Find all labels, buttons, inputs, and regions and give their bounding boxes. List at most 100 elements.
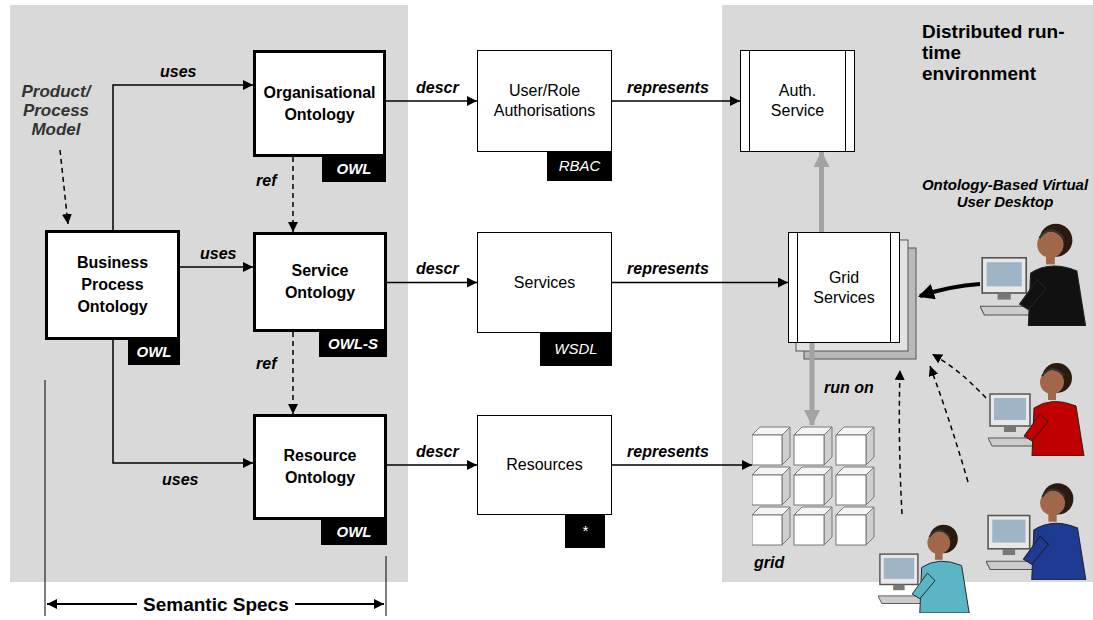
ontology-box: Resource OntologyOWL xyxy=(253,414,387,520)
tag-text: OWL xyxy=(323,523,385,541)
text-wrap: Organisational Ontology xyxy=(256,82,383,126)
tag-text: OWL xyxy=(324,160,384,178)
node-text: Resources xyxy=(482,455,607,475)
node-text: Auth. Service xyxy=(753,81,842,121)
edge-label: represents xyxy=(627,442,709,461)
edge-label: descr xyxy=(416,442,459,461)
connector xyxy=(612,100,740,102)
edge-label: uses xyxy=(160,62,196,81)
frame-bar xyxy=(890,233,891,342)
cube-side xyxy=(782,507,790,545)
text-wrap: OWL xyxy=(128,343,180,361)
cube-side xyxy=(866,427,874,465)
user-figure xyxy=(988,363,1084,456)
frame-bar xyxy=(797,233,798,342)
frame-bar xyxy=(749,51,750,151)
text-wrap: Service Ontology xyxy=(256,260,384,304)
spec-box: ServicesWSDL xyxy=(477,232,612,333)
dashed-arrow xyxy=(899,370,902,514)
connector xyxy=(292,157,294,232)
tag-text: OWL xyxy=(130,343,178,361)
dashed-arrow xyxy=(60,150,68,224)
note-label: Product/ Process Model xyxy=(10,82,102,139)
grid-cubes xyxy=(752,425,877,550)
node-text: User/Role Authorisations xyxy=(482,81,607,121)
node-text: Grid Services xyxy=(801,268,887,308)
text-wrap: Services xyxy=(478,273,611,293)
format-tag: OWL xyxy=(321,519,387,545)
format-tag: WSDL xyxy=(540,332,612,366)
connector xyxy=(819,152,824,232)
user-figure xyxy=(986,483,1086,580)
format-tag: * xyxy=(565,514,605,548)
service-box: Grid Services xyxy=(788,232,900,343)
connector xyxy=(292,332,294,414)
text-wrap: Auth. Service xyxy=(741,81,854,121)
connector xyxy=(810,343,815,425)
dashed-arrow xyxy=(930,366,968,482)
ontology-box: Business Process OntologyOWL xyxy=(45,230,180,340)
text-wrap: Business Process Ontology xyxy=(48,252,177,318)
runtime-panel: Distributed run-time environmentAuth. Se… xyxy=(722,5,1093,582)
edge-label: ref xyxy=(256,354,276,373)
cube-side xyxy=(824,507,832,545)
cube-front xyxy=(836,475,866,505)
connector xyxy=(612,282,788,284)
text-wrap: * xyxy=(565,522,605,540)
text-wrap: RBAC xyxy=(547,157,612,175)
connector xyxy=(386,100,477,102)
connector xyxy=(113,340,253,463)
connector xyxy=(113,85,253,230)
bracket-label: Semantic Specs xyxy=(137,594,295,616)
text-wrap: OWL xyxy=(321,523,387,541)
edge-label: ref xyxy=(256,171,276,190)
cube-front xyxy=(752,515,782,545)
edge-label: descr xyxy=(416,78,459,97)
cube-front xyxy=(794,475,824,505)
cube-front xyxy=(752,475,782,505)
edge-label: uses xyxy=(162,470,198,489)
access-arrow xyxy=(920,284,980,296)
tag-text: * xyxy=(567,522,603,540)
cube-front xyxy=(752,435,782,465)
node-text: Organisational Ontology xyxy=(260,82,379,126)
spec-box: User/Role AuthorisationsRBAC xyxy=(477,50,612,152)
node-text: Services xyxy=(482,273,607,293)
format-tag: OWL-S xyxy=(319,331,387,357)
ontology-box: Organisational OntologyOWL xyxy=(253,50,386,157)
cube-front xyxy=(794,515,824,545)
edge-label: run on xyxy=(824,378,874,397)
edge-label: uses xyxy=(200,244,236,263)
cube-front xyxy=(836,435,866,465)
tag-text: WSDL xyxy=(542,340,610,358)
cube-side xyxy=(824,427,832,465)
cube-front xyxy=(836,515,866,545)
connector xyxy=(180,266,253,268)
user-figure xyxy=(980,224,1086,326)
note-label: Ontology-Based Virtual User Desktop xyxy=(920,176,1090,210)
tag-text: OWL-S xyxy=(321,335,385,353)
ontology-box: Service OntologyOWL-S xyxy=(253,232,387,332)
node-text: Service Ontology xyxy=(260,260,380,304)
format-tag: OWL xyxy=(128,339,180,365)
text-wrap: OWL xyxy=(322,160,386,178)
spec-box: Resources* xyxy=(477,415,612,515)
edge-label: represents xyxy=(627,78,709,97)
cube-front xyxy=(794,435,824,465)
service-box: Auth. Service xyxy=(740,50,855,152)
text-wrap: User/Role Authorisations xyxy=(478,81,611,121)
edge-label: descr xyxy=(416,259,459,278)
frame-bar xyxy=(845,51,846,151)
runtime-panel xyxy=(722,5,1093,582)
text-wrap: OWL-S xyxy=(319,335,387,353)
grid-cluster: grid xyxy=(752,425,877,575)
user-figure xyxy=(878,525,969,613)
panel-title: Distributed run-time environment xyxy=(922,21,1072,84)
node-text: Business Process Ontology xyxy=(52,252,173,318)
text-wrap: Grid Services xyxy=(789,268,899,308)
cube-side xyxy=(782,467,790,505)
text-wrap: Resources xyxy=(478,455,611,475)
cube-side xyxy=(866,507,874,545)
edge-label: represents xyxy=(627,259,709,278)
connector xyxy=(387,464,477,466)
